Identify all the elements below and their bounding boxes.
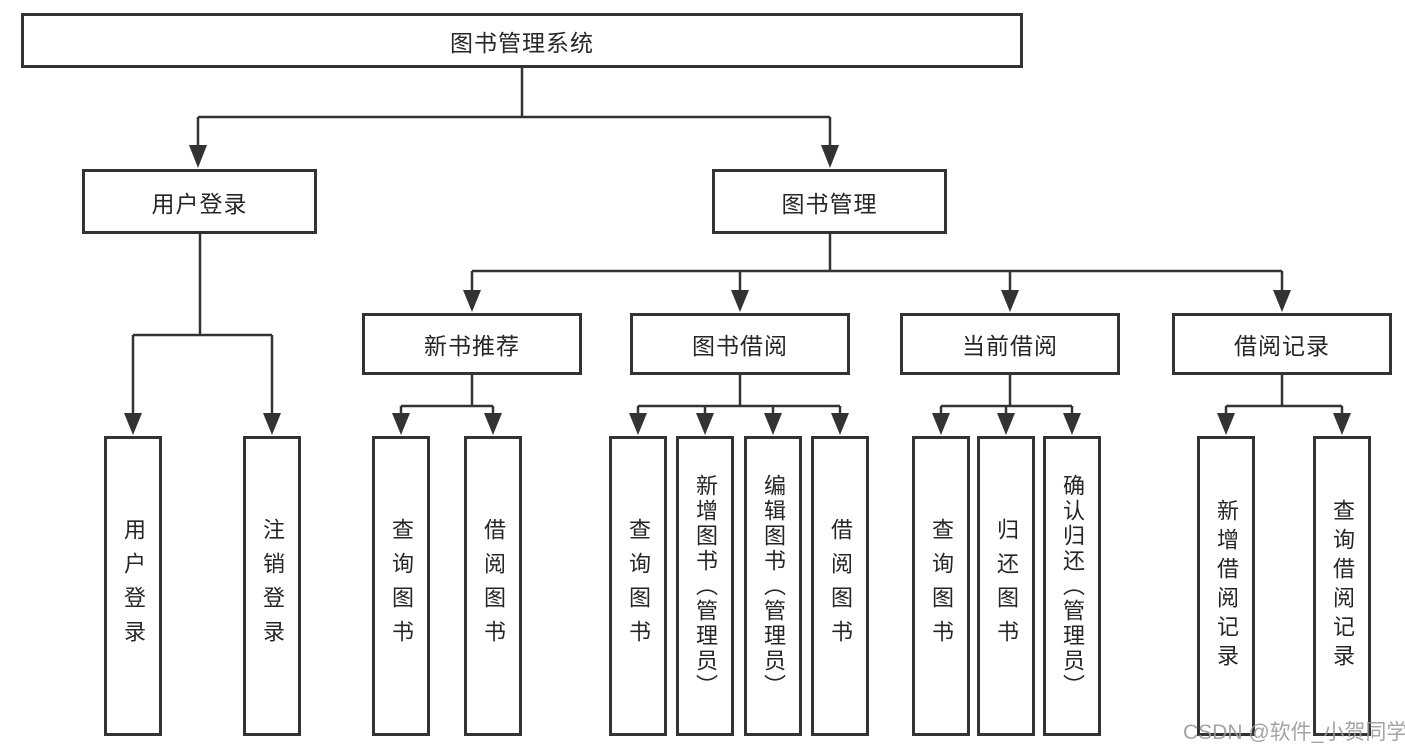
arrowhead [831, 413, 849, 435]
connector-userlogin-to-leaves [124, 234, 281, 435]
arrowhead [124, 413, 142, 435]
connector-root-to-level2 [189, 68, 839, 168]
leaf-user-login: 用户登录 [104, 436, 162, 736]
leaf-logout: 注销登录 [243, 436, 301, 736]
arrowhead [932, 413, 950, 435]
arrowhead [463, 290, 481, 312]
node-book-management: 图书管理 [712, 169, 947, 234]
node-book-borrowing: 图书借阅 [630, 313, 850, 375]
leaf-add-books-admin: 新增图书（管理员） [676, 436, 734, 736]
leaf-query-books-borrow: 查询图书 [609, 436, 667, 736]
leaf-add-borrow-record: 新增借阅记录 [1197, 436, 1255, 736]
node-borrowing-records: 借阅记录 [1172, 313, 1392, 375]
arrowhead [484, 413, 502, 435]
connector-bookborrow-to-leaves [629, 375, 849, 435]
arrowhead [1273, 290, 1291, 312]
leaf-borrow-books: 借阅图书 [811, 436, 869, 736]
arrowhead [821, 145, 839, 168]
arrowhead [1063, 413, 1081, 435]
arrowhead [629, 413, 647, 435]
leaf-borrow-books-recommend: 借阅图书 [464, 436, 522, 736]
arrowhead [1217, 413, 1235, 435]
arrowhead [263, 413, 281, 435]
arrowhead [997, 413, 1015, 435]
connector-newbook-to-leaves [392, 375, 502, 435]
leaf-return-books: 归还图书 [977, 436, 1035, 736]
arrowhead [696, 413, 714, 435]
arrowhead [731, 290, 749, 312]
node-current-borrowing: 当前借阅 [900, 313, 1120, 375]
connector-currentborrow-to-leaves [932, 375, 1081, 435]
node-library-management-system: 图书管理系统 [21, 13, 1023, 68]
leaf-edit-books-admin: 编辑图书（管理员） [744, 436, 802, 736]
connector-borrowrecord-to-leaves [1217, 375, 1351, 435]
leaf-query-borrow-record: 查询借阅记录 [1313, 436, 1371, 736]
node-new-book-recommendation: 新书推荐 [362, 313, 582, 375]
node-user-login: 用户登录 [82, 169, 317, 234]
leaf-query-books-current: 查询图书 [912, 436, 970, 736]
leaf-confirm-return-admin: 确认归还（管理员） [1043, 436, 1101, 736]
arrowhead [1333, 413, 1351, 435]
connector-bookmgmt-to-level3 [463, 234, 1291, 312]
arrowhead [764, 413, 782, 435]
arrowhead [392, 413, 410, 435]
arrowhead [1001, 290, 1019, 312]
arrowhead [189, 145, 207, 168]
csdn-watermark: CSDN @软件_小贺同学 [1183, 721, 1405, 744]
leaf-query-books-recommend: 查询图书 [372, 436, 430, 736]
